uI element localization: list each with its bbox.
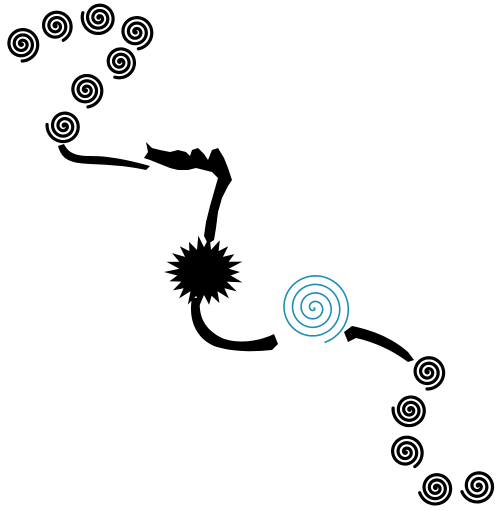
spiral [121, 15, 154, 51]
upper-stem-line [58, 144, 150, 170]
face-profile-silhouette [144, 142, 232, 244]
spiral [71, 73, 104, 109]
spiral [45, 111, 80, 144]
spiral [413, 356, 446, 391]
lower-stem-line [190, 298, 278, 352]
spiral [80, 3, 115, 36]
spiral [7, 28, 40, 63]
spiral [41, 10, 73, 42]
spiral [460, 471, 495, 504]
spiral [283, 275, 350, 344]
starburst-silhouette [164, 235, 243, 309]
spiral-cluster-top-left [7, 3, 154, 144]
spiral [106, 47, 137, 80]
connector-line [344, 326, 414, 362]
spiral-cluster-bottom-right [391, 356, 495, 506]
spiral [391, 435, 424, 469]
blue-spiral [283, 275, 350, 344]
spiral [391, 395, 426, 428]
spiral [418, 473, 453, 506]
